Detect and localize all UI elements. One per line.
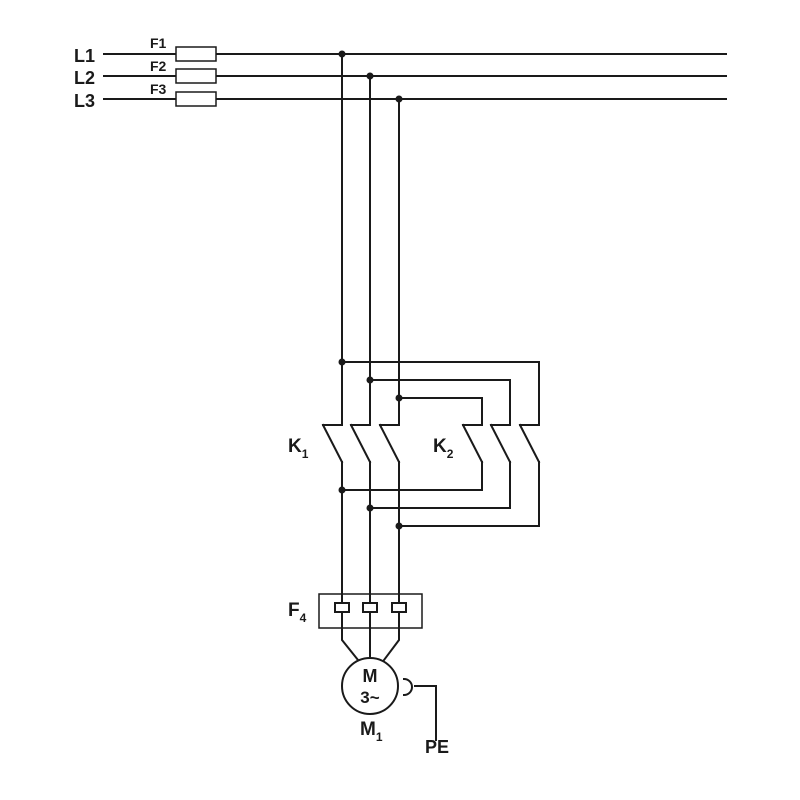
k2-feed-phase-2 [369,379,511,426]
motor-lead-3 [382,627,400,662]
junction-dot [338,486,346,494]
motor-symbol: M [363,666,378,686]
motor-lead-1 [341,627,360,662]
earth-terminal [402,677,413,697]
k2-label: K2 [433,436,454,461]
junction-dot [366,504,374,512]
fuse-f2-label: F2 [150,58,167,74]
pe-label: PE [425,737,449,757]
motor-m1 [341,657,399,715]
fuse-f3-label: F3 [150,81,167,97]
junction-dot [395,522,403,530]
motor-phases: 3~ [360,688,379,707]
fuse-f2 [175,68,217,84]
k2-out-to-phase-1 [341,461,483,491]
m1-label: M1 [360,719,383,744]
contactor-k1 [321,423,401,464]
line-l2-label: L2 [74,68,95,88]
k2-feed-phase-1 [341,361,540,426]
line-l3-label: L3 [74,91,95,111]
f4-label: F4 [288,600,307,625]
earth-wire [414,685,437,741]
contactor-k2 [461,423,541,464]
k2-out-to-phase-2 [369,461,511,509]
fuse-f1-label: F1 [150,35,167,51]
fuse-f1 [175,46,217,62]
fuse-f3 [175,91,217,107]
line-l1-label: L1 [74,46,95,66]
k2-feed-phase-3 [398,397,483,426]
k1-label: K1 [288,436,309,461]
k2-out-to-phase-3 [398,461,540,527]
thermal-element [334,593,407,629]
